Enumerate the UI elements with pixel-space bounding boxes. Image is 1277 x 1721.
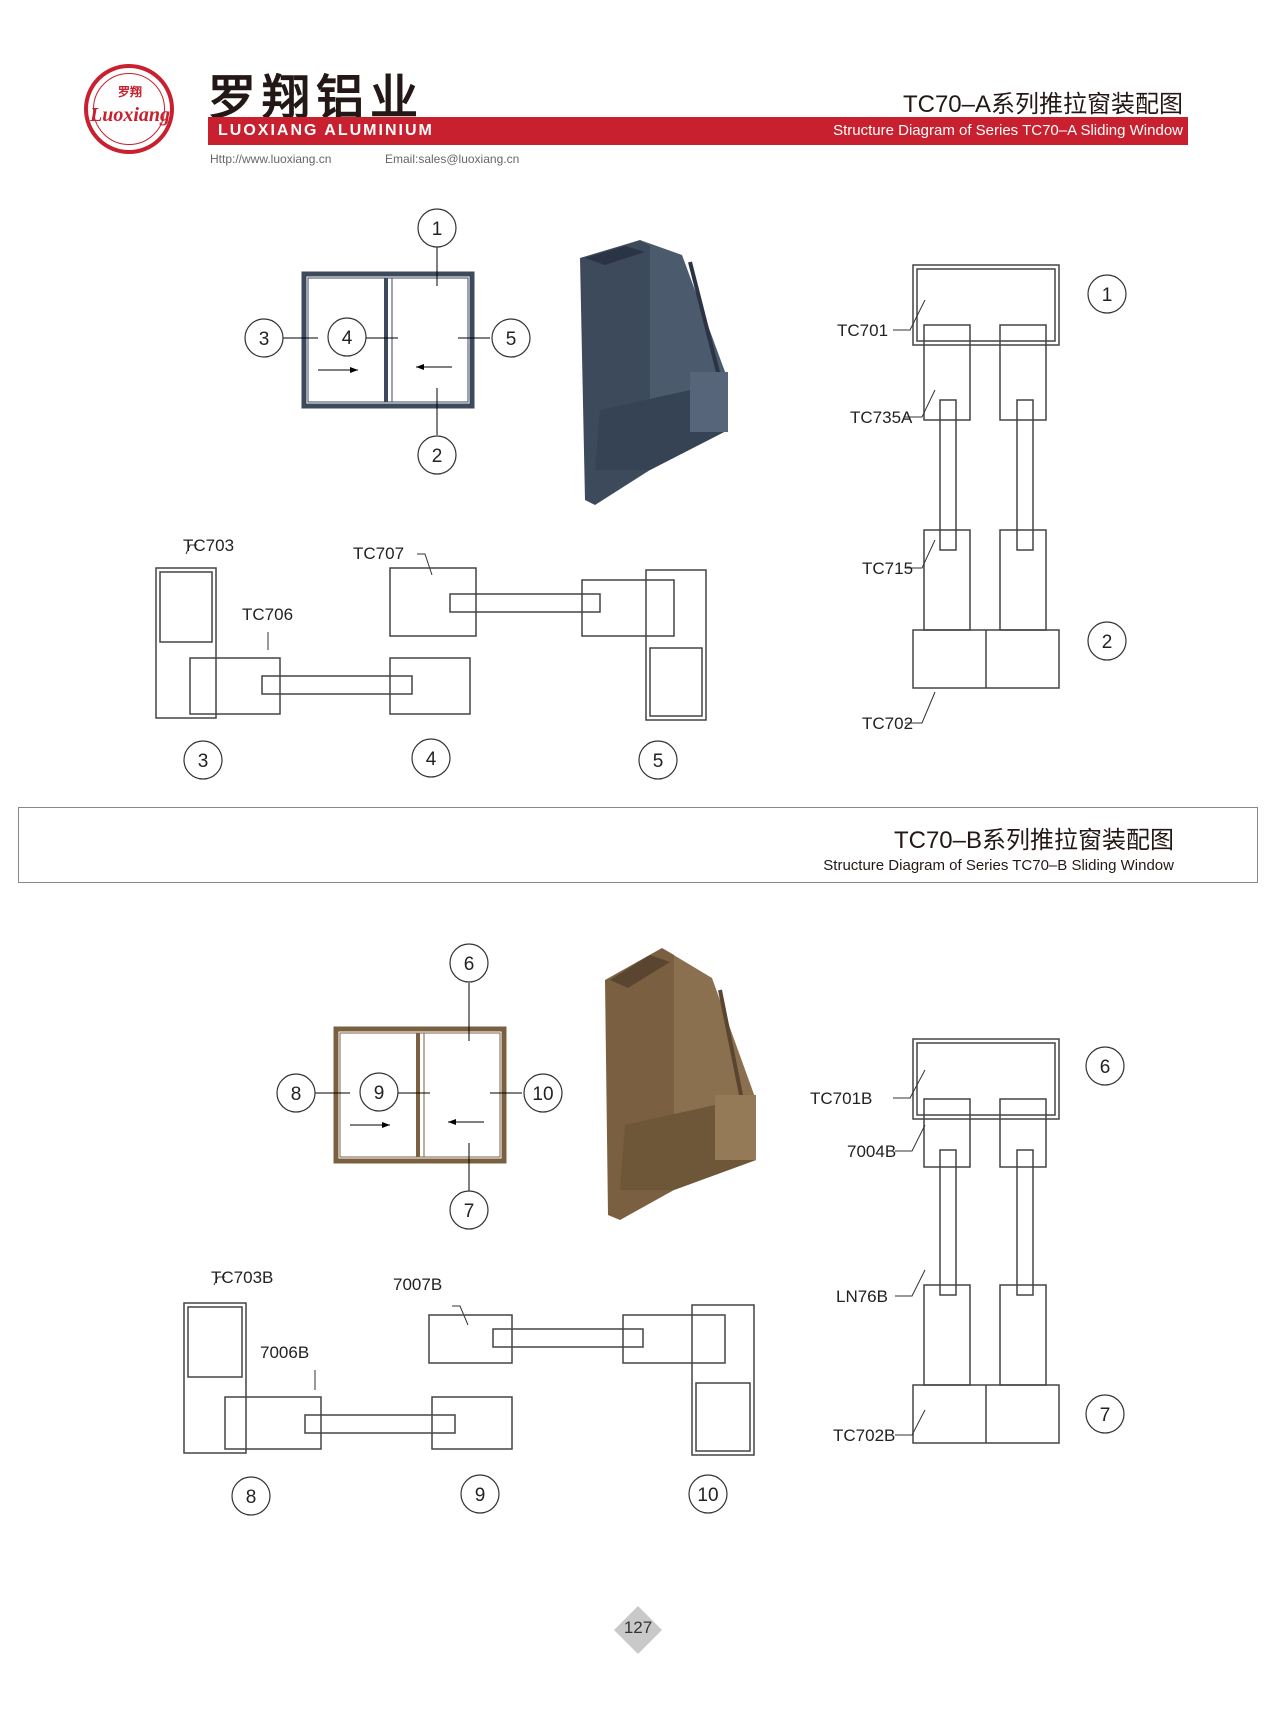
profile-3d-a — [580, 240, 728, 505]
callout-6 — [449, 943, 489, 983]
callout-10b-text: 10 — [697, 1485, 718, 1506]
callout-1b — [1087, 274, 1127, 314]
window-elevation-b — [315, 983, 522, 1191]
vertical-section-b — [912, 1038, 1060, 1444]
leader-lines-b — [213, 1069, 926, 1436]
callout-1-text: 1 — [432, 219, 443, 240]
callout-3 — [244, 318, 284, 358]
contact-email: Email:sales@luoxiang.cn — [385, 152, 520, 166]
callout-6b — [1085, 1046, 1125, 1086]
callout-5-text: 5 — [506, 329, 517, 350]
callout-2b — [1087, 621, 1127, 661]
callout-10b — [688, 1474, 728, 1514]
callout-9 — [359, 1072, 399, 1112]
callout-4 — [327, 317, 367, 357]
brand-name-chinese: 罗翔铝业 — [208, 72, 425, 125]
profile-3d-b — [605, 948, 756, 1220]
callout-3b — [183, 740, 223, 780]
label-tc702b: TC702B — [833, 1426, 895, 1445]
callout-8b — [231, 1476, 271, 1516]
section-a-diagram: 1 2 3 4 5 1 2 3 4 5 — [155, 208, 1127, 780]
label-ln76b: LN76B — [836, 1287, 888, 1306]
logo-inner-ring — [93, 73, 165, 145]
header-red-bar — [208, 117, 1188, 145]
callouts-a — [183, 208, 1127, 780]
callout-6b-text: 6 — [1100, 1057, 1111, 1078]
callout-8b-text: 8 — [246, 1487, 257, 1508]
callout-7 — [449, 1190, 489, 1230]
callout-4b-text: 4 — [426, 749, 437, 770]
callout-1 — [417, 208, 457, 248]
label-7007b: 7007B — [393, 1275, 442, 1294]
label-tc703: TC703 — [183, 536, 234, 555]
label-tc707: TC707 — [353, 544, 404, 563]
section-b-title-cn: TC70–B系列推拉窗装配图 — [893, 827, 1174, 854]
website-url: Http://www.luoxiang.cn — [210, 152, 332, 166]
callout-10-text: 10 — [532, 1084, 553, 1105]
callout-9-text: 9 — [374, 1083, 385, 1104]
section-b-title-en: Structure Diagram of Series TC70–B Slidi… — [823, 857, 1174, 874]
brand-name-english: LUOXIANG ALUMINIUM — [218, 122, 434, 139]
callout-2 — [417, 435, 457, 475]
label-tc715: TC715 — [862, 559, 913, 578]
callout-5 — [491, 318, 531, 358]
logo-ring — [84, 64, 174, 154]
horizontal-section-b — [183, 1302, 755, 1456]
label-tc701: TC701 — [837, 321, 888, 340]
leader-lines-a — [185, 299, 936, 724]
callout-5b-text: 5 — [653, 751, 664, 772]
vertical-section-a — [912, 264, 1060, 689]
callout-9b-text: 9 — [475, 1485, 486, 1506]
logo-chinese-text: 罗翔 — [117, 85, 142, 99]
label-7004b: 7004B — [847, 1142, 896, 1161]
section-b-header-box — [18, 807, 1258, 883]
section-a-title-en: Structure Diagram of Series TC70–A Slidi… — [833, 122, 1183, 139]
callouts-b — [231, 943, 1125, 1516]
logo-script-text: Luoxiang — [89, 104, 171, 126]
callout-2-text: 2 — [432, 446, 443, 467]
callout-6-text: 6 — [464, 954, 475, 975]
callout-2b-text: 2 — [1102, 632, 1113, 653]
window-elevation-a — [283, 228, 490, 435]
label-tc703b: TC703B — [211, 1268, 273, 1287]
label-tc701b: TC701B — [810, 1089, 872, 1108]
callout-7b-text: 7 — [1100, 1405, 1111, 1426]
page-number-diamond — [614, 1606, 662, 1654]
callout-10 — [523, 1073, 563, 1113]
callout-7-text: 7 — [464, 1201, 475, 1222]
callout-3b-text: 3 — [198, 751, 209, 772]
callout-8 — [276, 1073, 316, 1113]
callout-1b-text: 1 — [1102, 285, 1113, 306]
callout-8-text: 8 — [291, 1084, 302, 1105]
callout-4b — [411, 738, 451, 778]
callout-4-text: 4 — [342, 328, 353, 349]
callout-7b — [1085, 1394, 1125, 1434]
callout-9b — [460, 1474, 500, 1514]
page-number: 127 — [623, 1618, 653, 1637]
section-a-title-cn: TC70–A系列推拉窗装配图 — [902, 91, 1183, 118]
callout-3-text: 3 — [259, 329, 270, 350]
label-tc702: TC702 — [862, 714, 913, 733]
label-tc706: TC706 — [242, 605, 293, 624]
label-tc735a: TC735A — [850, 408, 913, 427]
callout-5b — [638, 740, 678, 780]
section-b-diagram: 6 7 8 9 10 6 7 8 9 10 — [183, 943, 1125, 1516]
horizontal-section-a — [155, 567, 707, 721]
label-7006b: 7006B — [260, 1343, 309, 1362]
